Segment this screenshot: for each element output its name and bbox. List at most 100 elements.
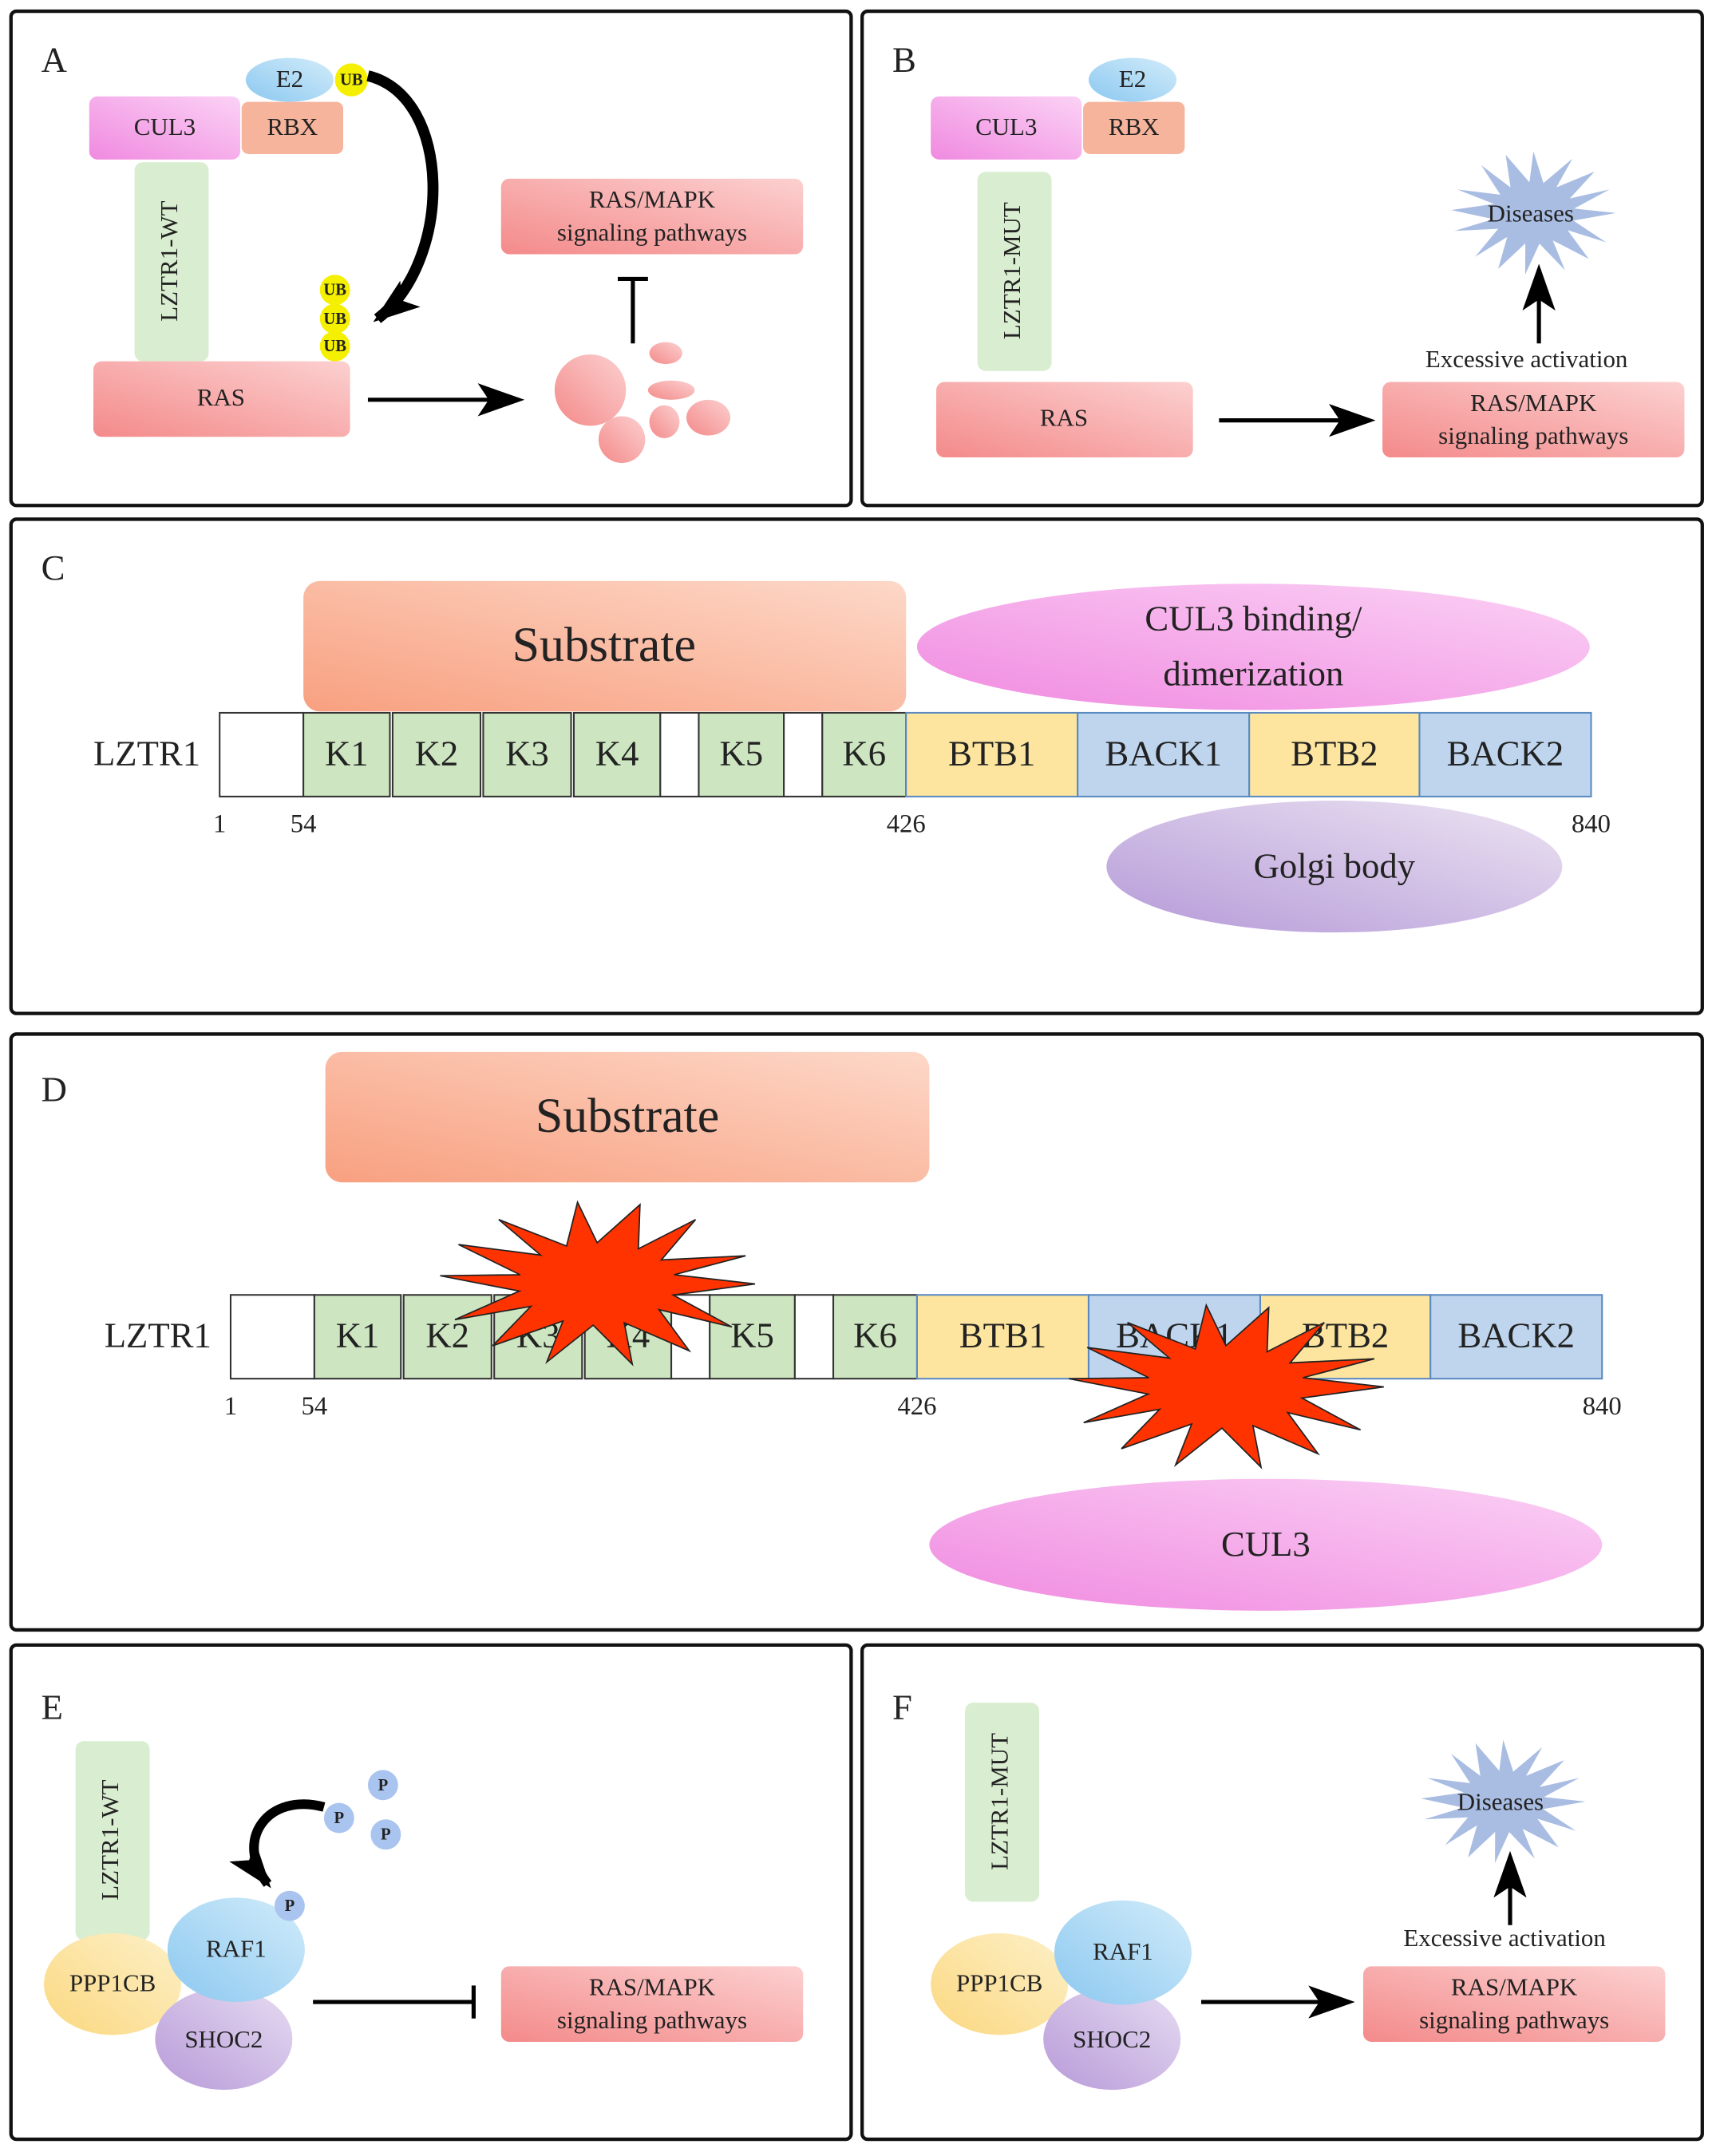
- panel-f-label: F: [892, 1687, 912, 1727]
- e2-enzyme: [1088, 57, 1177, 102]
- diseases-label: Diseases: [1457, 1787, 1544, 1815]
- raf1-label: RAF1: [1093, 1937, 1153, 1965]
- e2-label: E2: [1119, 65, 1146, 93]
- rbx-label: RBX: [1109, 113, 1160, 140]
- ubiquitin: [319, 275, 350, 306]
- domain-linker: [229, 1294, 315, 1380]
- ras-mapk-box: [1382, 382, 1685, 458]
- shoc2-ellipse: [155, 1988, 293, 2091]
- p-label: P: [285, 1897, 295, 1915]
- position-tick-label: 426: [887, 810, 926, 839]
- domain-label: BACK1: [1105, 733, 1222, 773]
- raf1-ellipse: [1054, 1900, 1192, 2005]
- ras-box: [936, 382, 1193, 458]
- lztr1-mut-box: [977, 172, 1052, 371]
- domain-label: K6: [842, 733, 886, 773]
- golgi-body-label: Golgi body: [1254, 845, 1416, 885]
- lztr1-mut-label: LZTR1-MUT: [998, 202, 1026, 339]
- domain-btb1: [905, 711, 1079, 797]
- p-label: P: [381, 1826, 391, 1844]
- ubiquitin: [319, 330, 350, 362]
- domain-btb2: [1248, 711, 1421, 797]
- position-tick-label: 54: [291, 810, 317, 839]
- cul3-label: CUL3: [1221, 1524, 1311, 1564]
- domain-linker: [783, 711, 824, 797]
- ub-label: UB: [323, 282, 346, 299]
- cul3-ellipse: [929, 1478, 1603, 1611]
- pathway-label-1: RAS/MAPK: [589, 185, 716, 213]
- pathway-label-2: signaling pathways: [557, 2006, 747, 2034]
- ppp1cb-ellipse: [931, 1933, 1069, 2035]
- substrate-label: Substrate: [536, 1089, 719, 1143]
- rbx-label: RBX: [267, 113, 318, 140]
- domain-label: BTB2: [1291, 733, 1378, 773]
- domain-linker: [793, 1294, 835, 1380]
- pathway-label-1: RAS/MAPK: [1470, 389, 1597, 417]
- ubiquitin: [334, 63, 368, 97]
- domain-k4: [572, 711, 662, 797]
- domain-label: K6: [853, 1315, 897, 1355]
- domain-label: BACK2: [1457, 1315, 1575, 1355]
- domain-k5: [698, 711, 785, 797]
- domain-k2: [402, 1294, 492, 1380]
- domain-k1: [313, 1294, 402, 1380]
- domain-label: K1: [336, 1315, 380, 1355]
- degraded-ras-fragments: [554, 342, 731, 463]
- golgi-body-region: [1106, 801, 1563, 933]
- cul3-label: CUL3: [134, 113, 196, 140]
- shoc2-ellipse: [1043, 1988, 1181, 2091]
- e2-label: E2: [276, 65, 303, 93]
- domain-back2: [1429, 1294, 1603, 1380]
- position-tick-label: 840: [1583, 1392, 1622, 1421]
- panel-e-label: E: [42, 1687, 63, 1727]
- substrate-box: [303, 580, 907, 712]
- lztr1-mut-box: [965, 1703, 1040, 1902]
- domain-label: K3: [505, 733, 549, 773]
- ras-mapk-box: [1362, 1966, 1666, 2042]
- shoc2-label: SHOC2: [184, 2025, 263, 2053]
- domain-label: K1: [325, 733, 369, 773]
- shoc2-label: SHOC2: [1073, 2025, 1151, 2053]
- domain-btb1: [915, 1294, 1089, 1380]
- domain-label: K4: [595, 733, 639, 773]
- cul3-box: [931, 96, 1082, 160]
- p-label: P: [378, 1777, 389, 1794]
- excessive-activation-label: Excessive activation: [1425, 345, 1628, 373]
- diseases-label: Diseases: [1488, 199, 1574, 227]
- ras-label: RAS: [197, 383, 245, 411]
- domain-linker: [659, 711, 700, 797]
- ubiquitination-arrow: [366, 70, 439, 323]
- ppp1cb-label: PPP1CB: [69, 1969, 156, 1997]
- ub-label: UB: [340, 72, 363, 89]
- domain-label: BACK2: [1447, 733, 1564, 773]
- e2-enzyme: [245, 57, 334, 102]
- protein-label: LZTR1: [93, 733, 200, 773]
- ras-mapk-box: [500, 1966, 804, 2042]
- position-tick-label: 1: [224, 1392, 237, 1421]
- mutation-starburst-kelch: [440, 1200, 756, 1367]
- ubiquitin: [319, 303, 350, 334]
- lztr1-wt-label: LZTR1-WT: [155, 200, 183, 321]
- dephosphorylation-arrow: [229, 1799, 326, 1889]
- substrate-label: Substrate: [512, 618, 696, 672]
- cul3-box: [89, 96, 240, 160]
- position-tick-label: 1: [213, 810, 226, 839]
- pathway-label-1: RAS/MAPK: [589, 1973, 716, 2001]
- position-tick-label: 426: [897, 1392, 936, 1421]
- domain-back2: [1418, 711, 1592, 797]
- domain-k3: [482, 711, 572, 797]
- ppp1cb-ellipse: [44, 1933, 182, 2035]
- ub-label: UB: [323, 311, 346, 328]
- dimerization-label: dimerization: [1163, 654, 1343, 694]
- position-tick-label: 54: [302, 1392, 328, 1421]
- domain-label: BTB1: [948, 733, 1035, 773]
- panel-c-label: C: [42, 548, 65, 587]
- diseases-starburst: [1421, 1739, 1586, 1863]
- domain-k2: [391, 711, 482, 797]
- domain-k5: [709, 1294, 796, 1380]
- ppp1cb-label: PPP1CB: [956, 1969, 1042, 1997]
- protein-label: LZTR1: [105, 1315, 212, 1355]
